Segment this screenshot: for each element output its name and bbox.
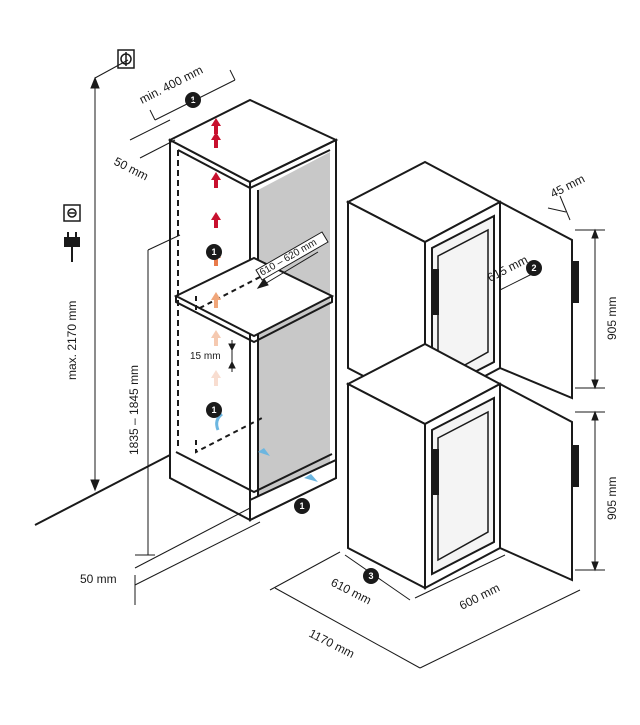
bottom-clearance-label: 50 mm: [80, 572, 117, 586]
niche-cabinet: [167, 98, 339, 522]
airflow-arrow-hot: [211, 118, 221, 134]
lower-door-inner: [437, 410, 489, 562]
upper-appliance: [345, 160, 579, 410]
upper-open-door-handle: [571, 261, 579, 303]
unit-width-label: 600 mm: [457, 581, 502, 613]
top-clearance-label: 50 mm: [112, 154, 151, 183]
airflow-arrow-light: [211, 370, 221, 386]
upper-glass-door: [431, 214, 495, 396]
niche-front-frame: [169, 138, 251, 522]
shelf-gap-label: 15 mm: [190, 351, 221, 362]
niche-inner-top: [177, 149, 331, 190]
callout-1-low: 1: [206, 402, 222, 418]
callout-number: 1: [190, 95, 195, 105]
niche-floor: [175, 451, 333, 494]
total-width-label: 1170 mm: [307, 626, 357, 661]
callout-number: 1: [211, 405, 216, 415]
airflow-arrow-cool: [258, 448, 270, 456]
door-gap-label: 45 mm: [548, 172, 587, 201]
appliance-dimension-lines: [269, 195, 605, 669]
power-socket-icon: [63, 204, 81, 222]
floor-line: [34, 454, 171, 526]
unit-height-lower-label: 905 mm: [605, 477, 619, 520]
airflow-arrow-warm: [211, 292, 221, 308]
shelf-hidden-line: [195, 275, 263, 312]
floor-hidden-line: [195, 417, 263, 454]
max-height-label: max. 2170 mm: [65, 301, 79, 380]
lower-glass-door: [431, 396, 495, 576]
callout-number: 1: [299, 501, 304, 511]
airflow-arrow-light: [211, 330, 221, 346]
callout-1-top: 1: [185, 92, 201, 108]
niche-dimension-lines: [90, 59, 319, 605]
airflow-arrow-hot: [211, 132, 221, 148]
upper-door-inner: [437, 228, 489, 382]
callout-3: 3: [363, 568, 379, 584]
niche-shelf-edge: [175, 296, 333, 344]
airflow-arrow-hot: [211, 172, 221, 188]
callout-1-mid: 1: [206, 244, 222, 260]
lower-door-handle: [431, 449, 439, 495]
lower-open-door: [499, 382, 573, 582]
niche-plinth: [249, 458, 337, 522]
lower-appliance: [345, 342, 579, 590]
callout-1-bottom: 1: [294, 498, 310, 514]
callout-2: 2: [526, 260, 542, 276]
airflow-arrow-hot: [211, 212, 221, 228]
airflow-arrow-cool: [304, 474, 318, 482]
unit-height-upper-label: 905 mm: [605, 297, 619, 340]
ground-icon: [117, 49, 135, 69]
power-plug-icon: [64, 232, 80, 262]
callout-number: 1: [211, 247, 216, 257]
upper-door-handle: [431, 269, 439, 315]
airflow-arrow-cool: [215, 412, 223, 431]
niche-height-label: 1835 – 1845 mm: [127, 365, 141, 455]
upper-open-door: [499, 200, 573, 400]
callout-number: 2: [531, 263, 536, 273]
lower-open-door-handle: [571, 445, 579, 487]
callout-number: 3: [368, 571, 373, 581]
